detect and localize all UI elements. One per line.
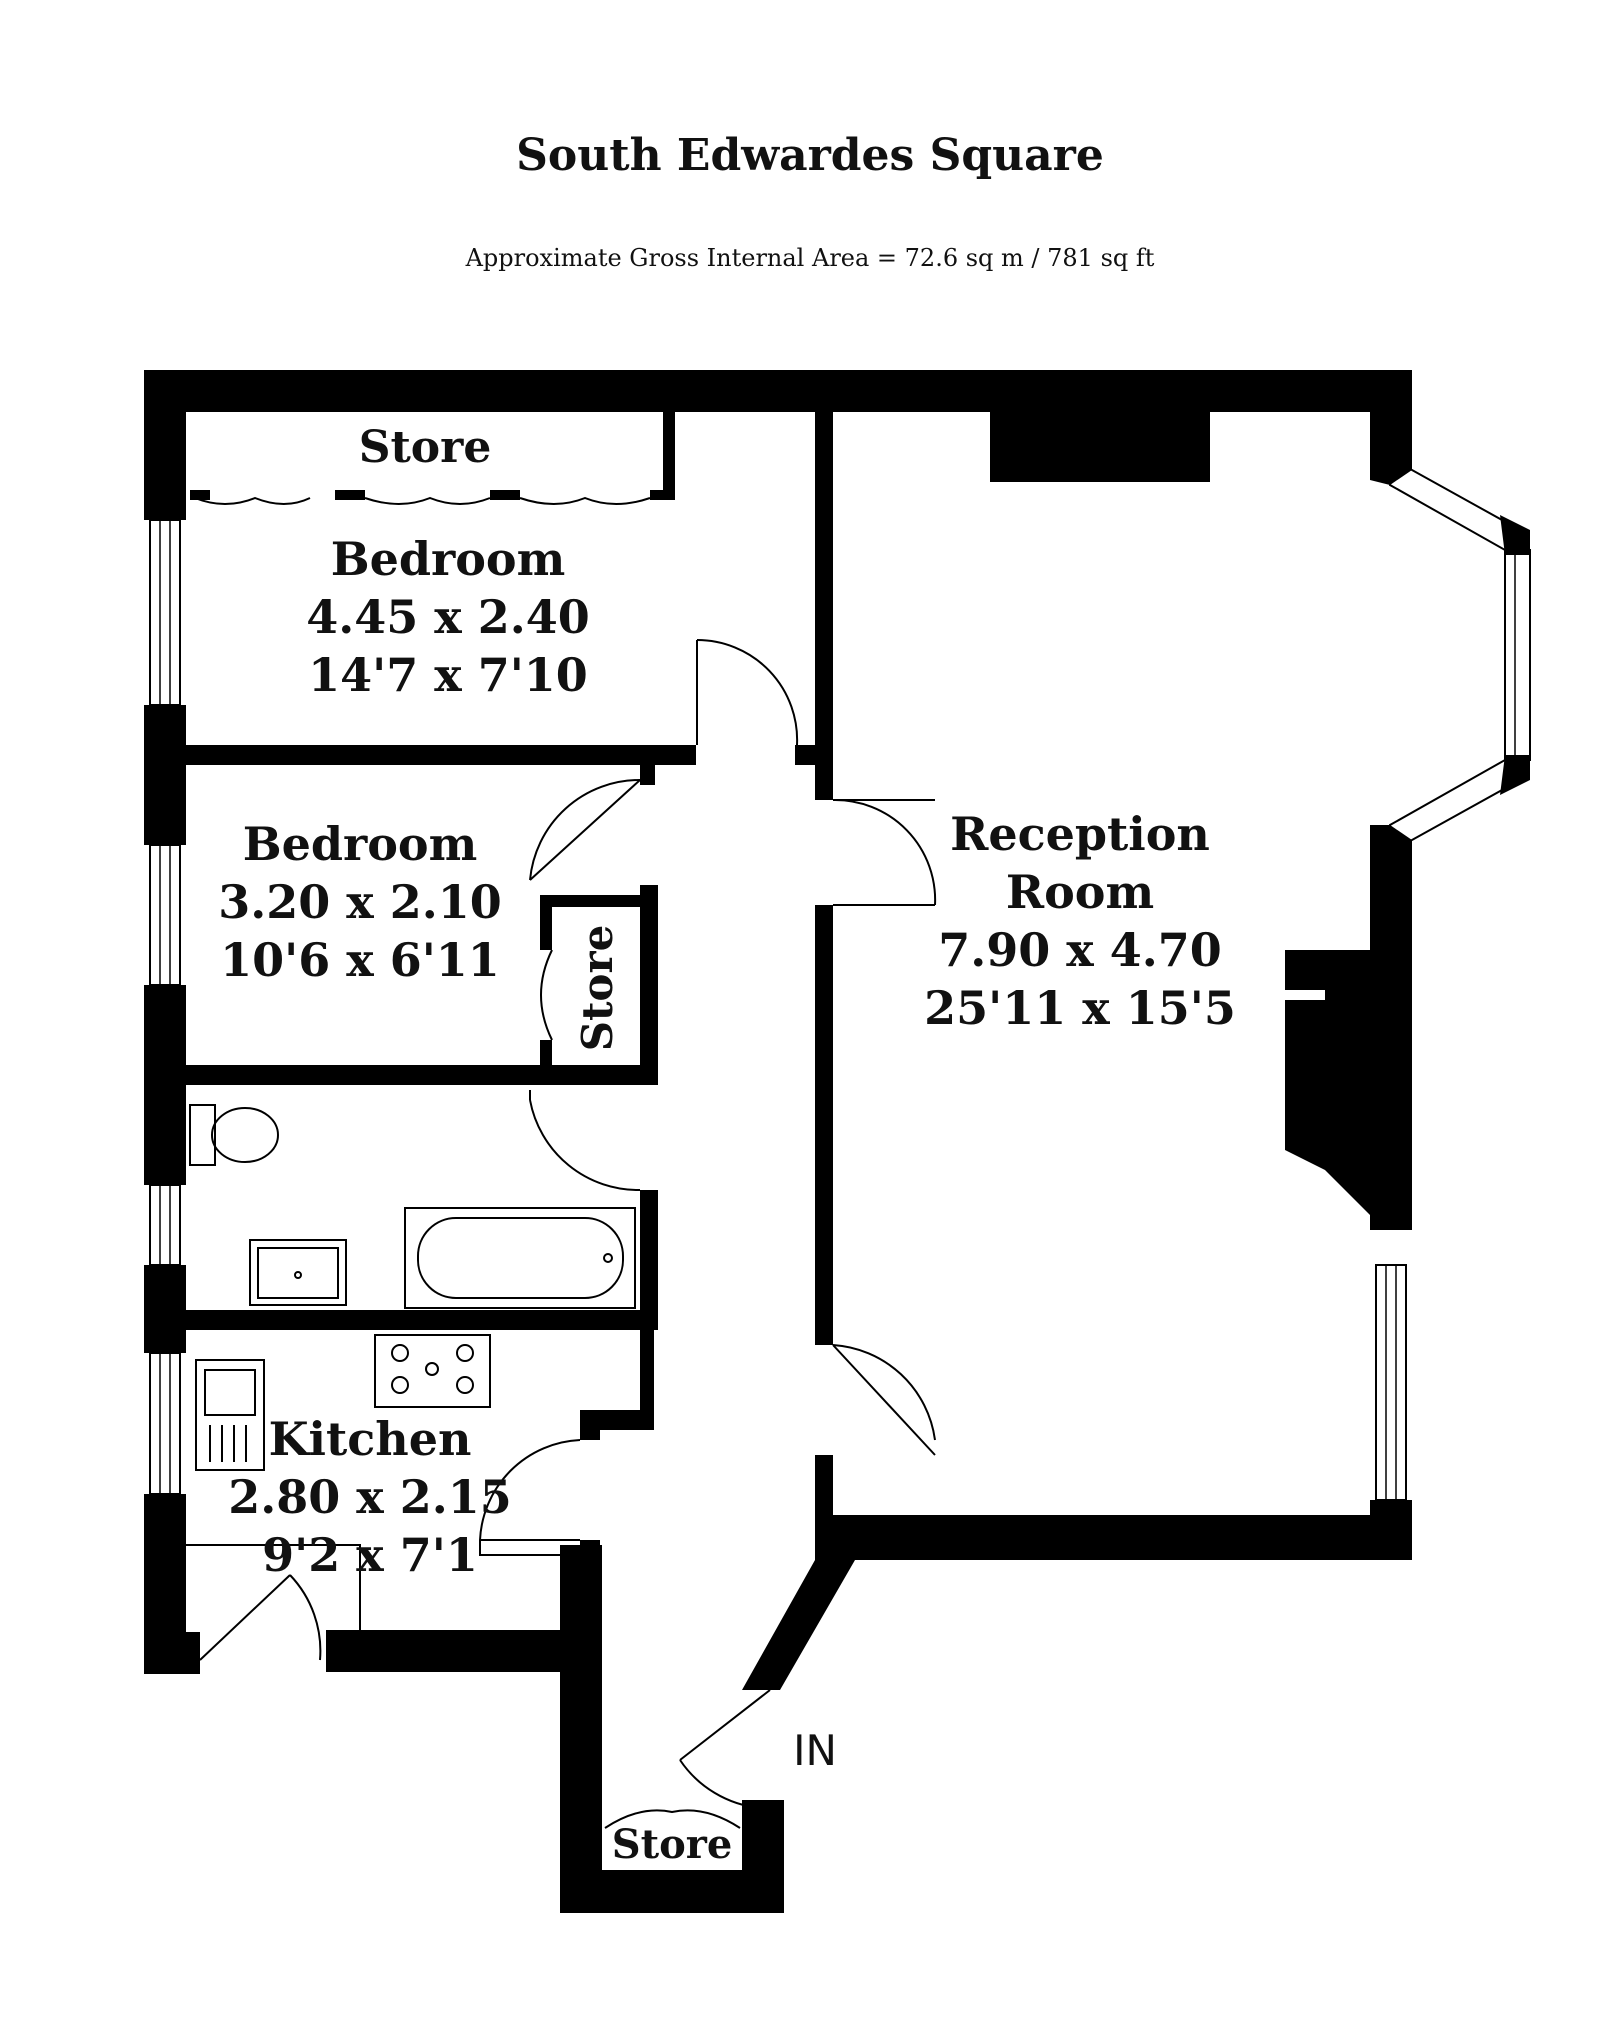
windows (149, 450, 1531, 1501)
entrance-label: IN (793, 1726, 837, 1775)
store-top-front-stub-right (650, 490, 675, 500)
window-bedroom1 (149, 519, 181, 706)
basin-icon (249, 1239, 347, 1306)
kitchen-metric: 2.80 x 2.15 (228, 1470, 512, 1524)
room-labels: Store Bedroom 4.45 x 2.40 14'7 x 7'10 Be… (218, 422, 1236, 1868)
bedroom2-bottom-wall (186, 1065, 656, 1085)
reception-name-line1: Reception (950, 807, 1210, 861)
bedroom2-right-wall (640, 765, 655, 785)
window-bedroom2 (149, 844, 181, 986)
kitchen-worktop-right (479, 1540, 580, 1556)
store-right-wall (742, 1800, 784, 1913)
bay-window-top (1389, 458, 1522, 552)
fixtures (186, 1104, 636, 1630)
reception-metric: 7.90 x 4.70 (938, 923, 1222, 977)
plan-title: South Edwardes Square (516, 130, 1104, 181)
window-reception-lower (1375, 1264, 1407, 1501)
store-bottom-label: Store (612, 1821, 733, 1868)
bay-window-front (1504, 549, 1531, 761)
window-kitchen (149, 1352, 181, 1495)
left-wall-3 (144, 985, 186, 1185)
bathroom-bottom-wall (186, 1310, 658, 1330)
kitchen-name: Kitchen (269, 1412, 472, 1466)
bay-pier-bottom (1370, 825, 1412, 860)
bedroom2-imperial: 10'6 x 6'11 (220, 933, 500, 987)
bedroom2-metric: 3.20 x 2.10 (218, 875, 502, 929)
store-mid-left-wall (540, 895, 552, 950)
reception-left-wall-mid (815, 905, 833, 1345)
reception-bottom-wall (815, 1515, 1412, 1560)
reception-left-wall-top (815, 370, 833, 800)
left-wall-1 (144, 370, 186, 520)
gross-internal-area: Approximate Gross Internal Area = 72.6 s… (465, 244, 1155, 272)
toilet-icon (189, 1104, 279, 1166)
store-mid-label: Store (573, 925, 622, 1052)
store-top-front-stub-1 (335, 490, 365, 500)
reception-left-wall-bot (815, 1455, 833, 1515)
kitchen-bottom-left-stub (144, 1632, 200, 1674)
left-wall-4 (144, 1265, 186, 1353)
top-wall (144, 370, 1412, 412)
store-mid-top-wall (540, 895, 640, 907)
kitchen-bottom-wall (326, 1630, 586, 1672)
kitchen-right-wall (640, 1330, 654, 1430)
corridor-angled-wall (742, 1515, 855, 1690)
kitchen-worktop (186, 1544, 361, 1630)
bay-corner-top (1500, 515, 1530, 555)
bedroom1-corridor-wall (795, 745, 815, 765)
bedroom1-bottom-wall (186, 745, 696, 765)
bay-window-bottom (1389, 758, 1522, 852)
kitchen-right-wall-lower (580, 1410, 600, 1440)
kitchen-imperial: 9'2 x 7'1 (262, 1528, 478, 1582)
store-top-label: Store (359, 422, 492, 473)
store-top-bifold-doors (190, 490, 651, 505)
store-top-front-stub-2 (490, 490, 520, 500)
bath-icon (404, 1207, 636, 1309)
bay-pier-top (1370, 450, 1412, 485)
doors (199, 638, 937, 1829)
bay-corner-bottom (1500, 755, 1530, 795)
chimney-breast (990, 412, 1210, 482)
bedroom1-name: Bedroom (331, 532, 566, 586)
bedroom2-name: Bedroom (243, 817, 478, 871)
window-bathroom (149, 1184, 181, 1266)
left-wall-2 (144, 705, 186, 845)
reception-name-line2: Room (1006, 865, 1154, 919)
bedroom1-imperial: 14'7 x 7'10 (308, 648, 588, 702)
store-top-right-wall (663, 412, 675, 500)
bathroom-right-wall (640, 1190, 658, 1310)
kitchen-sink-icon (195, 1359, 265, 1471)
reception-imperial: 25'11 x 15'5 (924, 981, 1236, 1035)
kitchen-lower-right-wall (580, 1540, 600, 1670)
hob-icon (374, 1334, 491, 1408)
right-stepped-wall (1285, 950, 1412, 1230)
bedroom2-store-right-wall (640, 885, 658, 1085)
bedroom1-metric: 4.45 x 2.40 (306, 590, 590, 644)
internal-walls (186, 370, 1210, 1670)
